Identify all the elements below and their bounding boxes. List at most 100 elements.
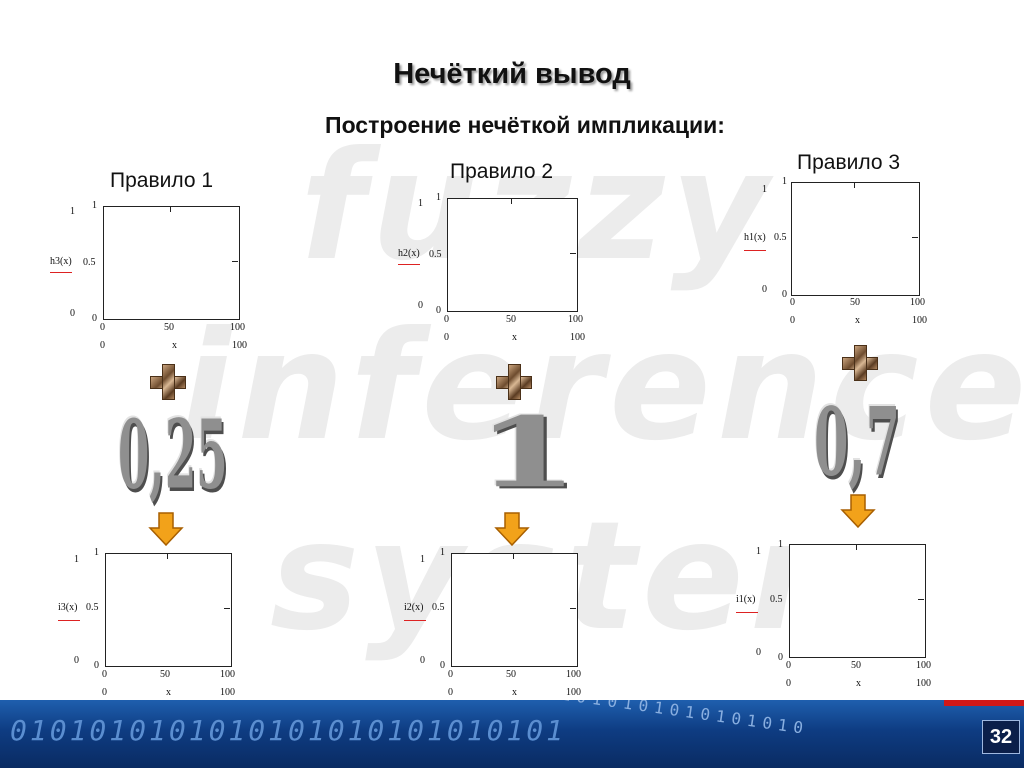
arrow-down-icon bbox=[494, 512, 530, 546]
plot-h3-top-left: 1 bbox=[70, 206, 75, 217]
rule-2-weight: 1 bbox=[476, 396, 579, 510]
plot-i1-tick bbox=[918, 599, 924, 600]
plot-h1: 1 h1(x) 0 1 0.5 0 0 50 100 0 x 100 bbox=[742, 176, 947, 331]
plot-h3-xmin: 0 bbox=[100, 340, 105, 351]
plot-i2-tick bbox=[513, 553, 514, 559]
plot-h3-y1: 1 bbox=[92, 200, 97, 211]
plot-h3-ymid: 0.5 bbox=[83, 257, 96, 268]
plot-i2-top-left: 1 bbox=[420, 554, 425, 565]
plot-i1: 1 i1(x) 0 1 0.5 0 0 50 100 0 x 100 bbox=[734, 538, 944, 693]
footer-red-bar bbox=[944, 700, 1024, 706]
plot-i1-x50: 50 bbox=[851, 660, 861, 671]
plot-h1-tick bbox=[912, 237, 918, 238]
plus-icon bbox=[150, 364, 186, 400]
plot-h1-bottom-left: 0 bbox=[762, 284, 767, 295]
plot-i1-x100: 100 bbox=[916, 660, 931, 671]
plot-i1-xmin: 0 bbox=[786, 678, 791, 689]
plot-h3-xmax: 100 bbox=[232, 340, 247, 351]
page-title: Нечёткий вывод bbox=[393, 58, 631, 90]
plot-h3: 1 h3(x) 0 1 0.5 0 0 50 100 0 x 100 bbox=[48, 200, 253, 355]
plot-h2-frame bbox=[447, 198, 578, 312]
plot-i3-y0: 0 bbox=[94, 660, 99, 671]
rule-1-weight: 0,25 bbox=[118, 398, 228, 511]
plot-i3-tick bbox=[224, 608, 230, 609]
plot-i3-xmin: 0 bbox=[102, 687, 107, 698]
plot-h1-top-left: 1 bbox=[762, 184, 767, 195]
plot-h3-bottom-left: 0 bbox=[70, 308, 75, 319]
plot-i1-xmax: 100 bbox=[916, 678, 931, 689]
arrow-down-icon bbox=[148, 512, 184, 546]
plot-i3-ymid: 0.5 bbox=[86, 602, 99, 613]
plot-i3-bottom-left: 0 bbox=[74, 655, 79, 666]
plot-i2-ylabel-underline bbox=[404, 620, 426, 621]
plot-h3-ylabel: h3(x) bbox=[50, 256, 72, 267]
plot-h1-y1: 1 bbox=[782, 176, 787, 187]
plot-i1-y0: 0 bbox=[778, 652, 783, 663]
plot-h1-x0: 0 bbox=[790, 297, 795, 308]
page-number: 32 bbox=[982, 720, 1020, 754]
plot-h2-ylabel: h2(x) bbox=[398, 248, 420, 259]
plot-i3-tick bbox=[167, 553, 168, 559]
plot-h2: 1 h2(x) 0 1 0.5 0 0 50 100 0 x 100 bbox=[396, 192, 601, 347]
rule-3-weight: 0,7 bbox=[814, 386, 901, 497]
plot-h1-xmin: 0 bbox=[790, 315, 795, 326]
plot-h3-y0: 0 bbox=[92, 313, 97, 324]
plot-i2-bottom-left: 0 bbox=[420, 655, 425, 666]
plot-h2-ymid: 0.5 bbox=[429, 249, 442, 260]
plot-i1-x0: 0 bbox=[786, 660, 791, 671]
plot-i2-ylabel: i2(x) bbox=[404, 602, 424, 613]
plot-i3-x50: 50 bbox=[160, 669, 170, 680]
plot-h3-x0: 0 bbox=[100, 322, 105, 333]
plot-i1-y1: 1 bbox=[778, 539, 783, 550]
plot-h2-x0: 0 bbox=[444, 314, 449, 325]
plot-h3-x50: 50 bbox=[164, 322, 174, 333]
plot-i1-frame bbox=[789, 544, 926, 658]
footer-binary-text: 0101010101010101010101010101 bbox=[10, 714, 567, 747]
plot-h3-frame bbox=[103, 206, 240, 320]
plot-h3-xlabel: x bbox=[172, 340, 177, 351]
plot-i3-xmax: 100 bbox=[220, 687, 235, 698]
plot-i1-bottom-left: 0 bbox=[756, 647, 761, 658]
footer-banner: 0101010101010101010101010101 10101010101… bbox=[0, 700, 1024, 768]
plot-i3-x100: 100 bbox=[220, 669, 235, 680]
plot-i1-top-left: 1 bbox=[756, 546, 761, 557]
plot-i1-ylabel-underline bbox=[736, 612, 758, 613]
plot-h2-tick bbox=[511, 198, 512, 204]
plot-i2-xmax: 100 bbox=[566, 687, 581, 698]
rule-2-label: Правило 2 bbox=[450, 160, 554, 183]
plot-i2-y0: 0 bbox=[440, 660, 445, 671]
plot-i2-xmin: 0 bbox=[448, 687, 453, 698]
plot-i3-ylabel: i3(x) bbox=[58, 602, 78, 613]
plot-i1-tick bbox=[856, 544, 857, 550]
plot-h1-y0: 0 bbox=[782, 289, 787, 300]
plot-i2-frame bbox=[451, 553, 578, 667]
plot-i2-tick bbox=[570, 608, 576, 609]
plot-h3-tick bbox=[232, 261, 238, 262]
plot-i2-x100: 100 bbox=[566, 669, 581, 680]
plot-h1-x50: 50 bbox=[850, 297, 860, 308]
plot-i1-ylabel: i1(x) bbox=[736, 594, 756, 605]
plot-h2-tick bbox=[570, 253, 576, 254]
plot-i3-frame bbox=[105, 553, 232, 667]
plot-i2-x0: 0 bbox=[448, 669, 453, 680]
plot-h3-ylabel-underline bbox=[50, 272, 72, 273]
plot-h2-x100: 100 bbox=[568, 314, 583, 325]
plot-i3-top-left: 1 bbox=[74, 554, 79, 565]
rule-1-label: Правило 1 bbox=[110, 169, 214, 192]
plot-h2-bottom-left: 0 bbox=[418, 300, 423, 311]
plus-icon bbox=[496, 364, 532, 400]
plot-i2-y1: 1 bbox=[440, 547, 445, 558]
rule-3-label: Правило 3 bbox=[797, 151, 901, 174]
plot-h2-y0: 0 bbox=[436, 305, 441, 316]
plot-h1-xlabel: x bbox=[855, 315, 860, 326]
plot-h2-x50: 50 bbox=[506, 314, 516, 325]
plot-h2-ylabel-underline bbox=[398, 264, 420, 265]
plot-i3: 1 i3(x) 0 1 0.5 0 0 50 100 0 x 100 bbox=[56, 546, 246, 701]
plot-i3-x0: 0 bbox=[102, 669, 107, 680]
plot-i1-ymid: 0.5 bbox=[770, 594, 783, 605]
plot-h2-xmin: 0 bbox=[444, 332, 449, 343]
plot-h3-x100: 100 bbox=[230, 322, 245, 333]
plot-h3-tick bbox=[170, 206, 171, 212]
plot-i3-y1: 1 bbox=[94, 547, 99, 558]
plot-h2-y1: 1 bbox=[436, 192, 441, 203]
